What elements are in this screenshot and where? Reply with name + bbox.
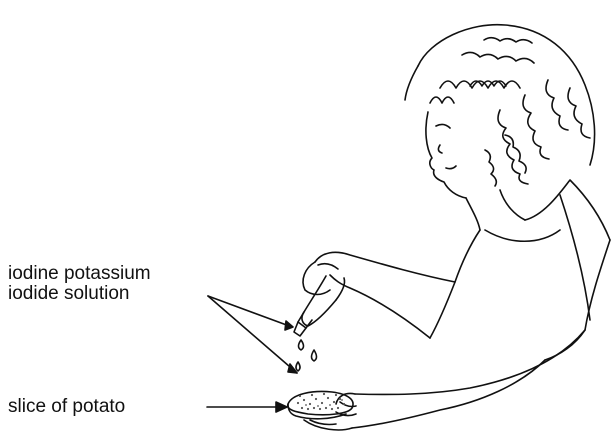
potato-texture [297,393,345,410]
hair [405,25,595,186]
iodine-pointer-lines [208,296,297,373]
arm-with-bottle [303,252,455,338]
face [426,112,525,230]
iodine-drops [296,340,317,371]
potato-pointer-line [207,402,287,412]
dropper-bottle [294,276,345,336]
hand-with-potato [304,330,585,430]
